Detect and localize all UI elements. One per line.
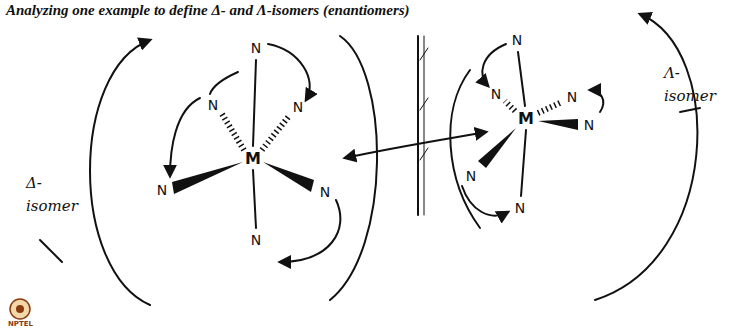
- ligand-atom: N: [157, 182, 167, 198]
- ligand-atom: N: [320, 184, 330, 200]
- ligand-atom: N: [515, 200, 525, 216]
- ligand-atom: N: [567, 89, 577, 105]
- metal-atom: M: [245, 149, 261, 168]
- ligand-atom: N: [466, 168, 476, 184]
- ligand-atom: N: [251, 40, 261, 56]
- ligand-atom: N: [491, 86, 501, 102]
- slide-title: Analyzing one example to define Δ- and Λ…: [6, 2, 410, 19]
- ligand-atom: N: [293, 99, 303, 115]
- metal-atom: M: [518, 109, 534, 128]
- ligand-atom: N: [512, 32, 522, 48]
- ligand-atom: N: [208, 97, 218, 113]
- ligand-atom: N: [251, 232, 261, 248]
- ligand-atom: N: [584, 117, 594, 133]
- isomer-label: Δ- isomer: [26, 172, 86, 217]
- logo-text: NPTEL: [8, 320, 33, 328]
- isomer-label: Λ- isomer: [664, 62, 724, 107]
